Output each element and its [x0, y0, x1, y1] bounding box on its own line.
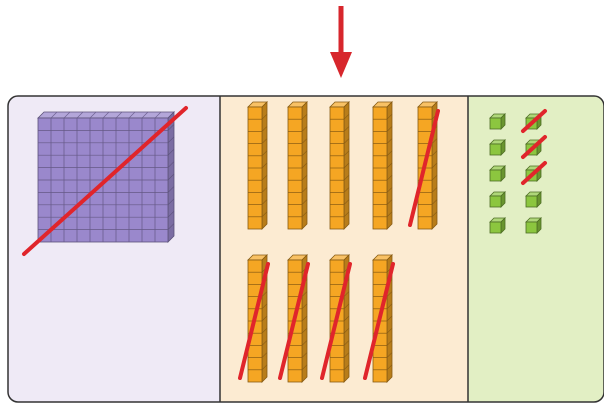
one-cube	[525, 191, 542, 208]
ten-rod	[329, 101, 350, 230]
ten-rod	[247, 101, 268, 230]
cross-out-marks	[22, 106, 547, 380]
cross-out-line	[521, 109, 547, 133]
one-cube	[489, 113, 506, 130]
ten-rod	[372, 101, 393, 230]
ten-rod	[287, 254, 308, 383]
one-cube	[525, 217, 542, 234]
one-cube	[489, 191, 506, 208]
cross-out-line	[278, 262, 310, 380]
down-arrow-icon	[330, 6, 352, 78]
one-cube	[489, 165, 506, 182]
cross-out-line	[22, 106, 188, 256]
ten-rod	[287, 101, 308, 230]
cross-out-line	[238, 262, 270, 380]
cross-out-line	[521, 135, 547, 159]
one-cube	[489, 139, 506, 156]
cross-out-line	[408, 109, 440, 227]
cross-out-line	[521, 161, 547, 185]
cross-out-line	[320, 262, 352, 380]
one-cube	[489, 217, 506, 234]
board-outline	[7, 95, 604, 403]
cross-out-line	[363, 262, 395, 380]
